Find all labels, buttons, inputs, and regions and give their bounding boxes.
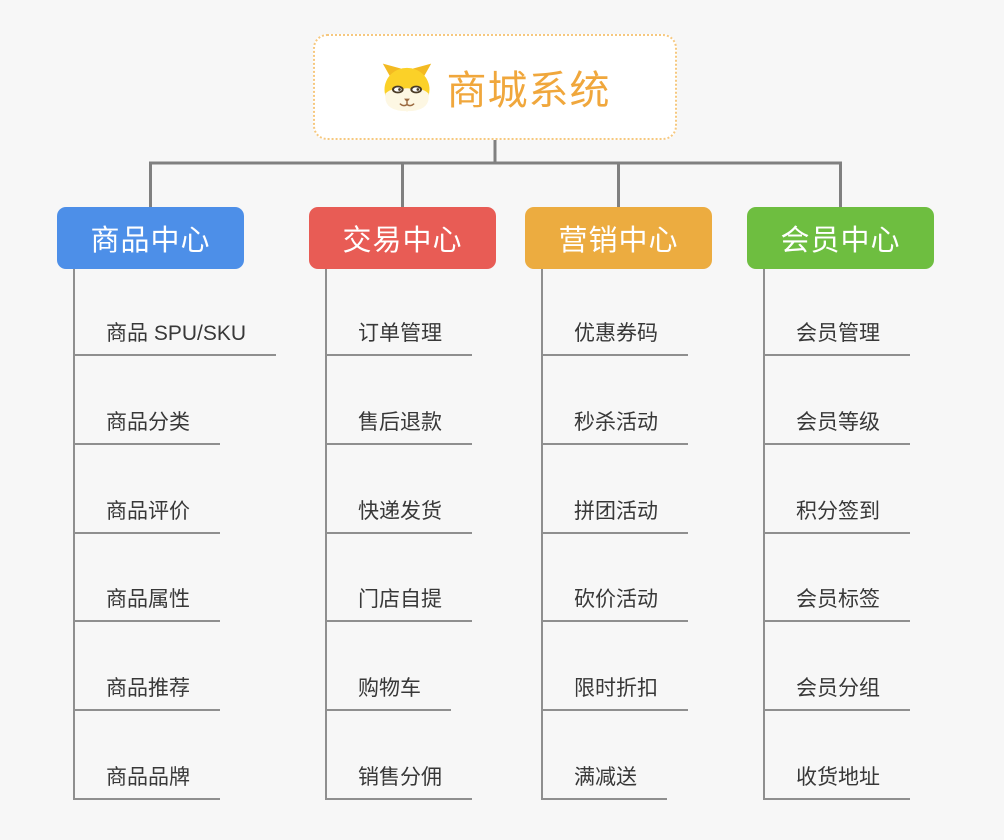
leaf-topic[interactable]: 会员管理 [763,316,910,356]
branch-node[interactable]: 交易中心 [309,207,496,269]
leaf-topic[interactable]: 优惠券码 [541,316,688,356]
branch-node-label: 会员中心 [780,225,901,257]
leaf-topic[interactable]: 商品评价 [73,494,220,534]
leaf-topic[interactable]: 限时折扣 [541,671,688,712]
leaf-topic[interactable]: 秒杀活动 [541,405,688,445]
leaf-topic[interactable]: 购物车 [325,671,451,712]
leaf-topic[interactable]: 商品品牌 [73,760,220,800]
root-topic-label: 商城系统 [446,69,611,113]
leaf-topic[interactable]: 拼团活动 [541,494,688,534]
branch-node-label: 营销中心 [558,225,679,257]
leaf-topic[interactable]: 满减送 [541,760,667,800]
leaf-topic[interactable]: 会员分组 [763,671,910,712]
leaf-topic[interactable]: 商品推荐 [73,671,220,712]
root-topic[interactable]: 商城系统 [313,34,677,140]
leaf-topic[interactable]: 积分签到 [763,494,910,534]
leaf-topic[interactable]: 砍价活动 [541,582,688,623]
leaf-topic[interactable]: 销售分佣 [325,760,472,800]
branch-node[interactable]: 会员中心 [747,207,934,269]
branch-node-label: 交易中心 [342,225,463,257]
leaf-topic[interactable]: 快递发货 [325,494,472,534]
dog-face-icon [380,62,434,112]
branch-node[interactable]: 营销中心 [525,207,712,269]
leaf-topic[interactable]: 商品 SPU/SKU [73,316,277,356]
leaf-topic[interactable]: 会员等级 [763,405,910,445]
leaf-topic[interactable]: 商品分类 [73,405,220,445]
leaf-topic[interactable]: 收货地址 [763,760,910,800]
leaf-topic[interactable]: 售后退款 [325,405,472,445]
leaf-topic[interactable]: 商品属性 [73,582,220,623]
leaf-topic[interactable]: 会员标签 [763,582,910,623]
branch-node-label: 商品中心 [90,225,211,257]
leaf-topic[interactable]: 门店自提 [325,582,472,623]
leaf-topic[interactable]: 订单管理 [325,316,472,356]
branch-node[interactable]: 商品中心 [57,207,244,269]
